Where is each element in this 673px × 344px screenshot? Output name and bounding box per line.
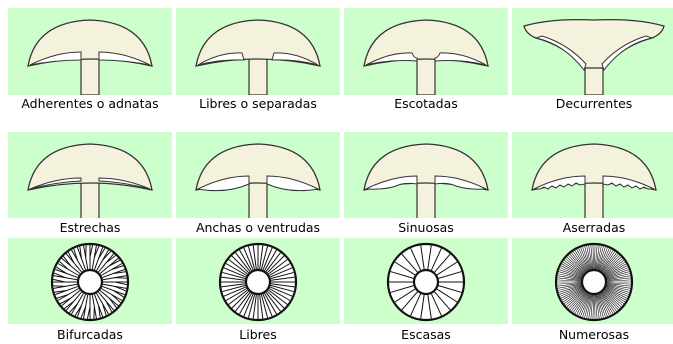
cell-numerosas: Numerosas xyxy=(512,238,673,342)
cell-aserradas: Aserradas xyxy=(512,132,673,236)
cell-decurrentes: Decurrentes xyxy=(512,8,673,128)
cell-anchas: Anchas o ventrudas xyxy=(176,132,340,236)
mushroom-serrate-icon xyxy=(512,132,673,218)
gill-types-diagram: Adherentes o adnatas Libres o separadas … xyxy=(8,8,673,342)
gills-crowded-icon xyxy=(512,238,673,324)
label-libres: Libres xyxy=(176,327,340,342)
label-anchas: Anchas o ventrudas xyxy=(176,220,340,235)
label-aserradas: Aserradas xyxy=(512,220,673,235)
gills-sparse-icon xyxy=(344,238,508,324)
mushroom-sinuate-icon xyxy=(344,132,508,218)
gills-free-icon xyxy=(176,238,340,324)
label-decurrentes: Decurrentes xyxy=(512,96,673,111)
cell-estrechas: Estrechas xyxy=(8,132,172,236)
label-escasas: Escasas xyxy=(344,327,508,342)
label-bifurcadas: Bifurcadas xyxy=(8,327,172,342)
mushroom-free-icon xyxy=(176,8,340,95)
cell-libres-separadas: Libres o separadas xyxy=(176,8,340,128)
label-sinuosas: Sinuosas xyxy=(344,220,508,235)
label-adherentes: Adherentes o adnatas xyxy=(8,96,172,111)
label-estrechas: Estrechas xyxy=(8,220,172,235)
cell-sinuosas: Sinuosas xyxy=(344,132,508,236)
label-libres-separadas: Libres o separadas xyxy=(176,96,340,111)
cell-escasas: Escasas xyxy=(344,238,508,342)
cell-libres: Libres xyxy=(176,238,340,342)
mushroom-adnate-icon xyxy=(8,8,172,95)
cell-adherentes: Adherentes o adnatas xyxy=(8,8,172,128)
label-escotadas: Escotadas xyxy=(344,96,508,111)
mushroom-emarginate-icon xyxy=(344,8,508,95)
cell-bifurcadas: Bifurcadas xyxy=(8,238,172,342)
mushroom-ventricose-icon xyxy=(176,132,340,218)
mushroom-narrow-icon xyxy=(8,132,172,218)
gills-forked-icon xyxy=(8,238,172,324)
mushroom-decurrent-icon xyxy=(512,8,673,95)
cell-escotadas: Escotadas xyxy=(344,8,508,128)
label-numerosas: Numerosas xyxy=(512,327,673,342)
